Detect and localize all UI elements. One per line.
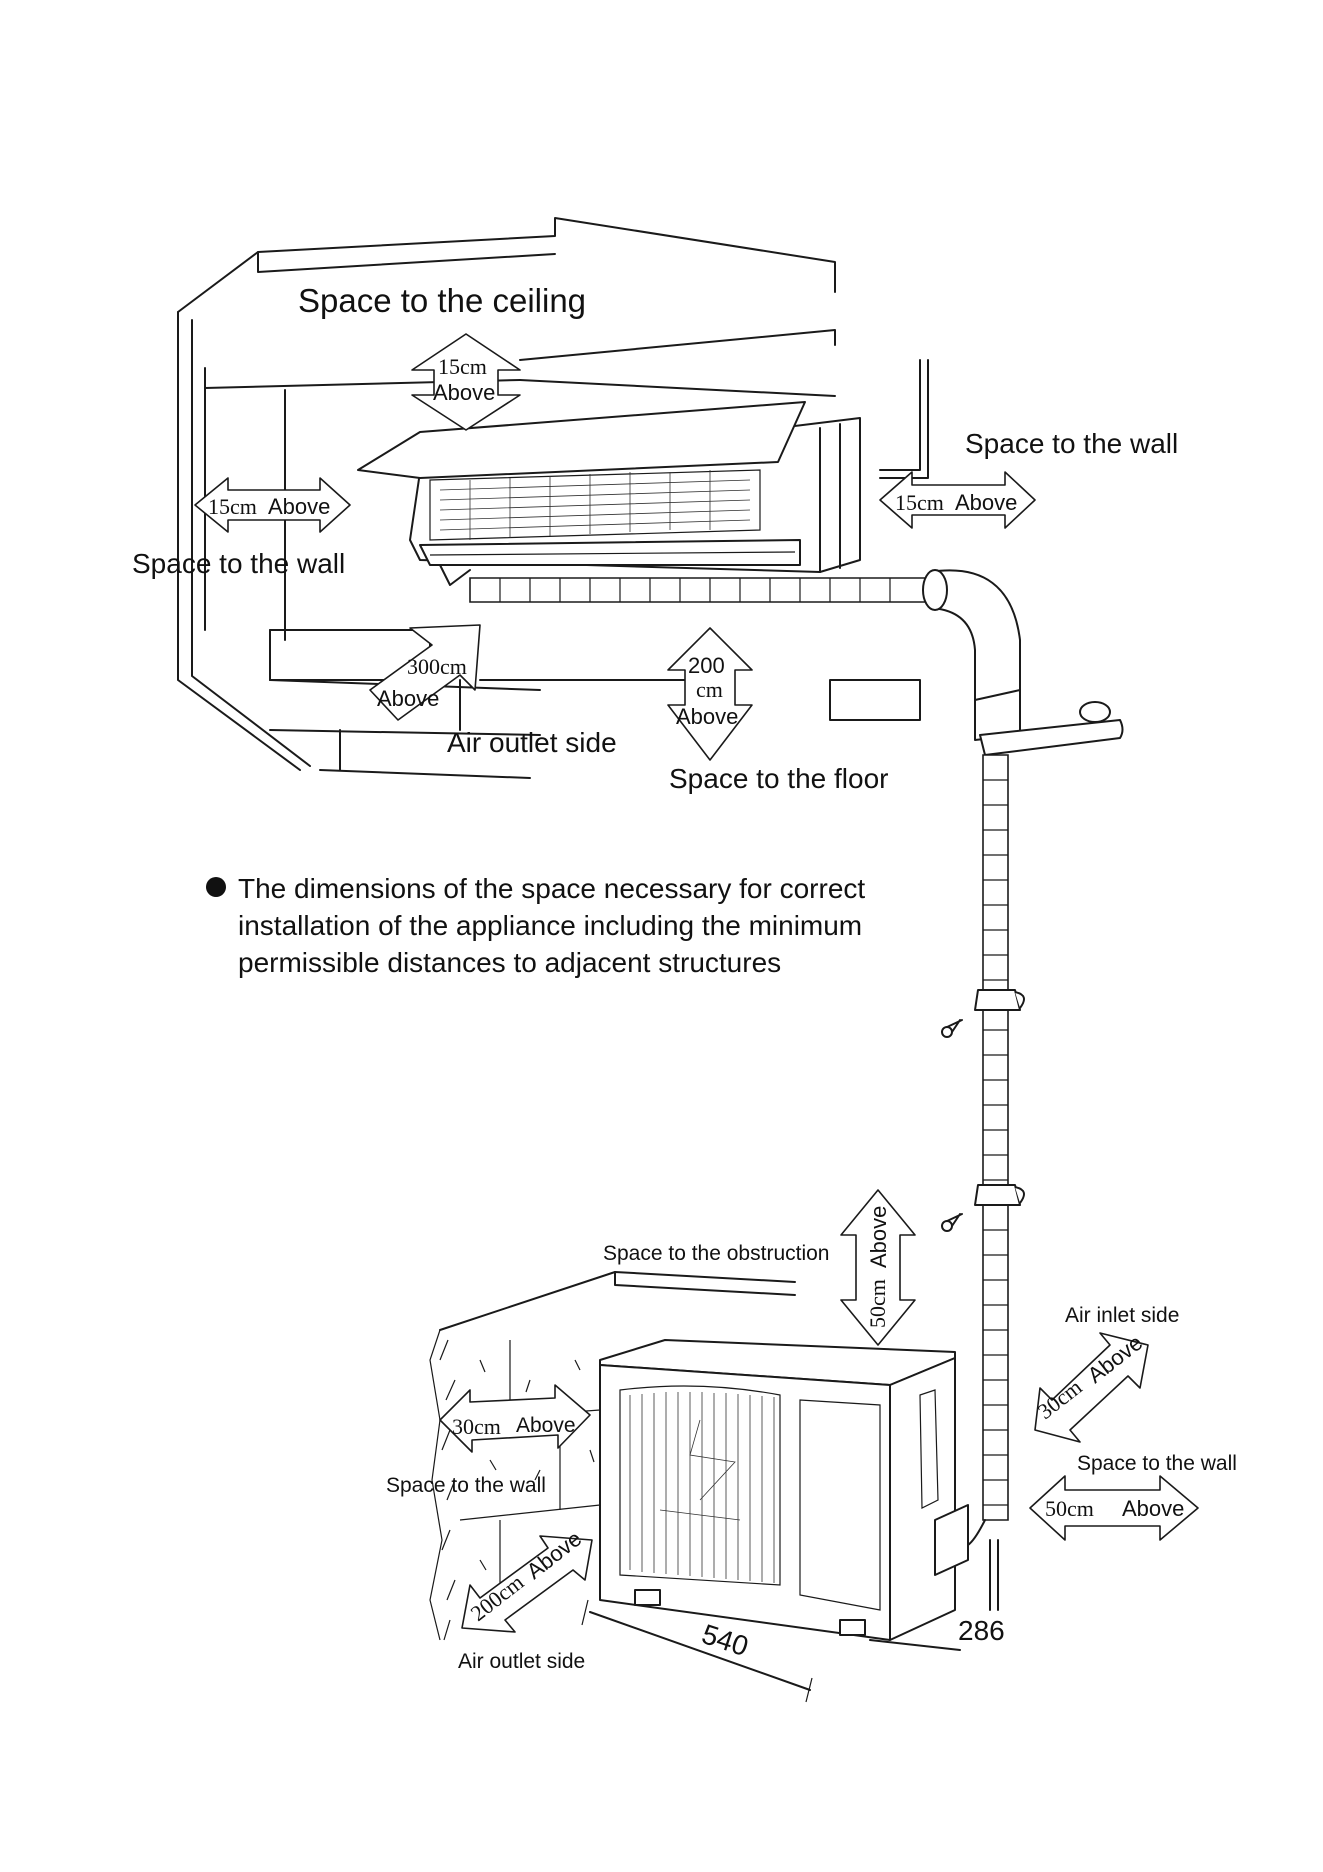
left-wall-value: 15cm	[208, 494, 257, 519]
floor-above: Above	[676, 704, 738, 729]
floor-value: 200	[688, 653, 725, 678]
right-wall-value: 15cm	[895, 490, 944, 515]
outdoor-left-wall-arrow	[439, 1384, 591, 1453]
outlet-above: Above	[377, 686, 439, 711]
outdoor-unit	[599, 1339, 999, 1641]
outdoor-right-wall-arrow	[1029, 1475, 1199, 1541]
outdoor-outlet-arrow	[461, 1535, 593, 1633]
outlet-title: Air outlet side	[447, 727, 617, 758]
outdoor-outlet-title: Air outlet side	[458, 1650, 585, 1673]
outlet-arrow	[369, 624, 481, 721]
right-wall-above: Above	[955, 490, 1017, 515]
indoor-unit	[357, 401, 861, 586]
outdoor-left-wall-above: Above	[516, 1414, 576, 1437]
left-wall-title: Space to the wall	[132, 548, 345, 579]
floor-title: Space to the floor	[669, 763, 888, 794]
left-wall-arrow	[194, 477, 351, 533]
note-line-1: The dimensions of the space necessary fo…	[238, 873, 865, 904]
outdoor-left-wall-value: 30cm	[452, 1414, 501, 1439]
floor-unit: cm	[696, 677, 723, 702]
ceiling-title: Space to the ceiling	[298, 282, 586, 319]
dimension-lines	[581, 1599, 961, 1703]
right-wall-title: Space to the wall	[965, 428, 1178, 459]
wall-hose	[941, 701, 1124, 1521]
outdoor-right-wall-title: Space to the wall	[1077, 1452, 1237, 1475]
ceiling-above: Above	[433, 380, 495, 405]
outdoor-right-wall-above: Above	[1122, 1496, 1184, 1521]
dimension-depth: 286	[958, 1615, 1005, 1646]
indoor-pipe	[469, 569, 1021, 741]
outdoor-right-wall-value: 50cm	[1045, 1496, 1094, 1521]
inlet-title: Air inlet side	[1065, 1304, 1179, 1327]
note-line-3: permissible distances to adjacent struct…	[238, 947, 781, 978]
ceiling-value: 15cm	[438, 354, 487, 379]
inlet-arrow	[1034, 1332, 1149, 1443]
outlet-value: 300cm	[407, 654, 467, 679]
floor-arrow	[667, 627, 753, 761]
obstruction-arrow	[840, 1189, 916, 1346]
outdoor-left-wall-title: Space to the wall	[386, 1474, 546, 1497]
obstruction-above: Above	[866, 1206, 891, 1268]
ceiling-arrow	[411, 333, 521, 431]
obstruction-title: Space to the obstruction	[603, 1242, 829, 1265]
dimension-width: 540	[698, 1618, 752, 1662]
room-outline	[177, 217, 929, 779]
note-bullet	[206, 877, 226, 897]
right-wall-arrow	[879, 471, 1036, 529]
obstruction-value: 50cm	[865, 1279, 890, 1328]
note-line-2: installation of the appliance including …	[238, 910, 862, 941]
left-wall-above: Above	[268, 494, 330, 519]
